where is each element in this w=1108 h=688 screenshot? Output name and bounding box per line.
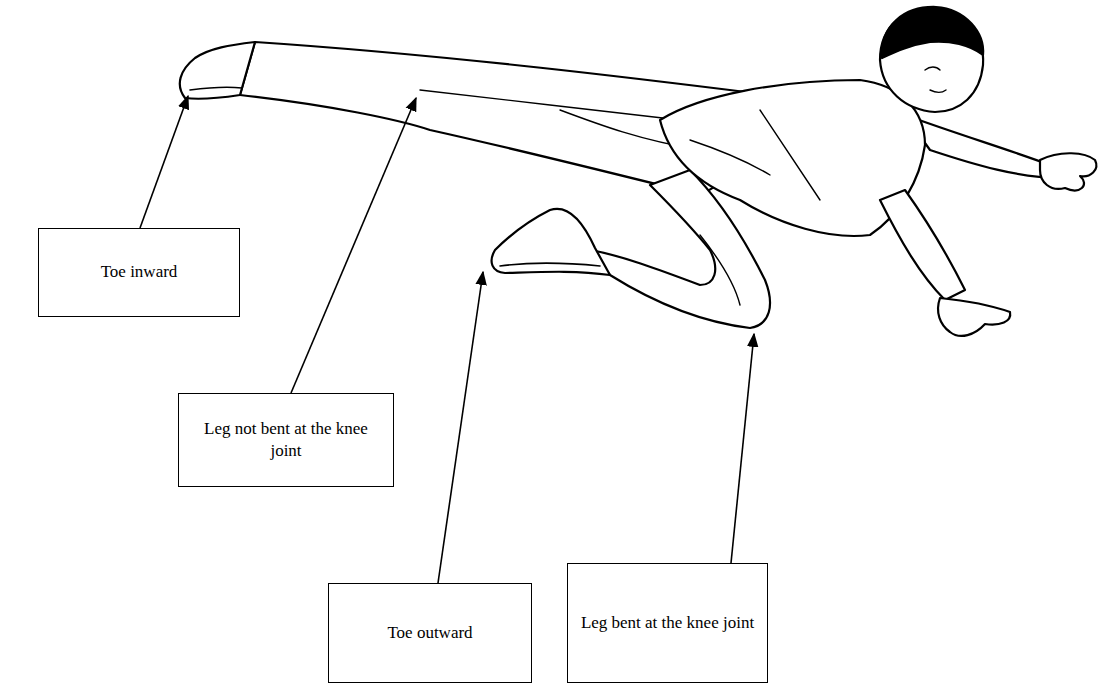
arm [880, 190, 965, 300]
leader-arrow [291, 98, 416, 393]
label-text: Leg bent at the knee joint [581, 612, 754, 634]
figure [180, 7, 1097, 336]
hair [882, 7, 983, 58]
leader-lines [140, 96, 754, 583]
shoe [180, 42, 255, 99]
label-box: Toe outward [328, 583, 532, 683]
leader-arrow [438, 272, 483, 583]
shoe [492, 209, 610, 275]
hand [938, 298, 1010, 336]
hand [1040, 153, 1096, 190]
label-text: Toe outward [387, 622, 472, 644]
label-text: Toe inward [101, 261, 178, 283]
leader-arrow [140, 96, 188, 228]
label-text: Leg not bent at the knee joint [189, 418, 383, 462]
label-box: Leg bent at the knee joint [567, 563, 768, 683]
label-box: Toe inward [38, 228, 240, 317]
arm [905, 115, 1060, 178]
label-box: Leg not bent at the knee joint [178, 393, 394, 487]
leader-arrow [731, 334, 754, 563]
